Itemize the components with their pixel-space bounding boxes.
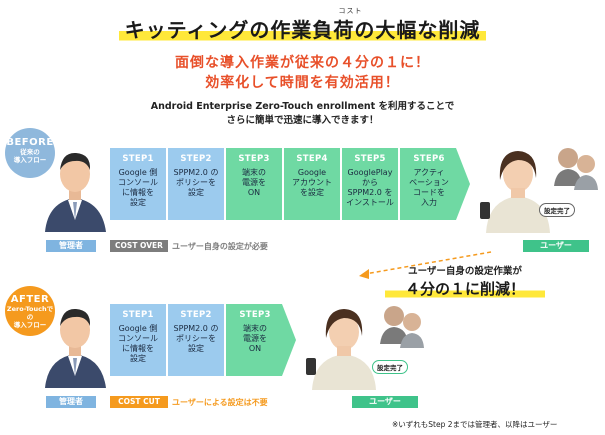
callout-line1: ユーザー自身の設定作業が [408,266,522,277]
subtitle-line2: 効率化して時間を有効活用！ [205,75,400,91]
step-desc: Google 側 コンソール に情報を 設定 [118,324,158,363]
after-badge-sub1: Zero-Touchでの [6,305,54,321]
admin-person-icon [45,308,106,388]
step-title: STEP5 [354,154,386,164]
before-step-2: STEP2 SPPM2.0 の ポリシーを 設定 [168,148,224,220]
footnote: ※いずれもStep 2までは管理者、以降はユーザー [392,420,558,429]
step-desc: Google アカウント を設定 [292,168,332,197]
after-cost-note: ユーザーによる設定は不要 [172,398,268,407]
before-admin-label: 管理者 [46,240,96,252]
after-badge-title: AFTER [10,294,50,305]
step-desc: GooglePlay から SPPM2.0 を インストール [346,168,394,207]
before-badge-sub2: 導入フロー [13,156,47,164]
before-step-4: STEP4 Google アカウント を設定 [284,148,340,220]
step-desc: アクティ ベーション コードを 入力 [409,168,449,207]
after-badge-sub2: 導入フロー [13,321,47,329]
before-status-bubble: 設定完了 [539,203,575,217]
after-cost-tag: COST CUT [110,396,168,408]
step-desc: SPPM2.0 の ポリシーを 設定 [173,168,219,197]
description-line1: Android Enterprise Zero-Touch enrollment… [150,101,455,112]
before-step-3: STEP3 端末の 電源を ON [226,148,282,220]
after-step-3: STEP3 端末の 電源を ON [226,304,296,376]
step-title: STEP3 [239,310,271,320]
user-person-icon [480,148,598,233]
before-step-6: STEP6 アクティ ベーション コードを 入力 [400,148,470,220]
title-block: コスト キッティングの作業負荷の大幅な削減 [0,6,605,43]
step-title: STEP4 [296,154,328,164]
step-title: STEP6 [413,154,445,164]
after-badge: AFTER Zero-Touchでの 導入フロー [5,286,55,336]
before-cost-tag: COST OVER [110,240,168,252]
step-title: STEP2 [180,310,212,320]
admin-person-icon [45,152,106,232]
step-title: STEP1 [122,154,154,164]
before-user-label: ユーザー [523,240,589,252]
step-title: STEP1 [122,310,154,320]
title-ruby: コスト [338,7,363,15]
subtitle-line1: 面倒な導入作業が従来の４分の１に！ [175,55,430,71]
user-person-icon [306,306,424,390]
before-step-5: STEP5 GooglePlay から SPPM2.0 を インストール [342,148,398,220]
after-admin-label: 管理者 [46,396,96,408]
dashed-arrow-icon [359,251,492,279]
after-step-2: STEP2 SPPM2.0 の ポリシーを 設定 [168,304,224,376]
step-title: STEP3 [238,154,270,164]
step-desc: Google 側 コンソール に情報を 設定 [118,168,158,207]
after-status-bubble: 設定完了 [372,360,408,374]
callout-line2: ４分の１に削減！ [385,278,545,299]
before-badge: BEFORE 従来の 導入フロー [5,128,55,178]
after-user-label: ユーザー [352,396,418,408]
before-cost-note: ユーザー自身の設定が必要 [172,242,268,251]
before-badge-sub1: 従来の [20,148,40,156]
step-desc: 端末の 電源を ON [243,324,267,353]
step-title: STEP2 [180,154,212,164]
step-desc: 端末の 電源を ON [242,168,266,197]
before-step-1: STEP1 Google 側 コンソール に情報を 設定 [110,148,166,220]
after-step-1: STEP1 Google 側 コンソール に情報を 設定 [110,304,166,376]
page-title: キッティングの作業負荷の大幅な削減 [118,14,487,43]
before-badge-title: BEFORE [6,137,54,148]
description-line2: さらに簡単で迅速に導入できます！ [226,115,379,126]
step-desc: SPPM2.0 の ポリシーを 設定 [173,324,219,353]
